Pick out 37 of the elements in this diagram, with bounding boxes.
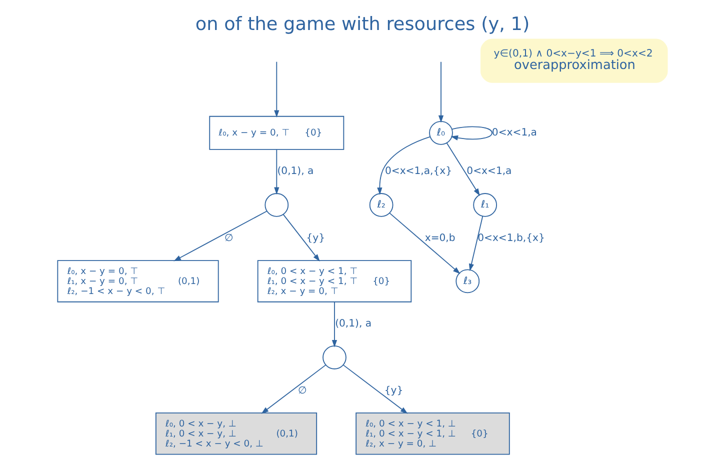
- edge-label: (0,1), a: [334, 318, 372, 330]
- edge-label: 0<x<1,a: [491, 127, 536, 138]
- diagram-title: on of the game with resources (y, 1): [194, 14, 530, 36]
- arrow: [468, 216, 483, 272]
- edge-label: (0,1), a: [276, 166, 314, 178]
- node-circle: ℓ₂: [368, 193, 393, 217]
- arrow: [173, 210, 267, 262]
- node-box: ℓ₀, 0 < x − y < 1, ⊥ ℓ₁, 0 < x − y < 1, ⊥ ℓ₂, x − y = 0, ⊥ {0}: [355, 412, 510, 455]
- edge-label: x=0,b: [424, 233, 455, 244]
- arrow: [450, 126, 492, 140]
- arrow: [438, 61, 444, 123]
- edge-label: ∅: [224, 233, 233, 244]
- arrow: [274, 61, 279, 118]
- node-circle: ℓ₁: [472, 193, 496, 217]
- edge-label: 0<x<1,b,{x}: [477, 233, 544, 244]
- arrow: [282, 214, 320, 262]
- arrow: [331, 302, 337, 348]
- node-circle: [322, 345, 346, 370]
- arrow: [376, 136, 430, 195]
- node-box: ℓ₀, x − y = 0, ⊤ ℓ₁, x − y = 0, ⊤ ℓ₂, −1 < x − y < 0, ⊤ (0,1): [56, 260, 218, 302]
- edge-label: {y}: [384, 385, 403, 396]
- arrow: [388, 212, 460, 274]
- arrow: [446, 142, 480, 196]
- arrow: [260, 364, 326, 414]
- edge-label: 0<x<1,a,{x}: [384, 166, 452, 178]
- arrow: [342, 364, 408, 414]
- node-circle: ℓ₀: [428, 120, 452, 145]
- edge-label: ∅: [297, 385, 306, 396]
- edge-label: 0<x<1,a: [466, 166, 512, 178]
- node-box: ℓ₀, 0 < x − y, ⊥ ℓ₁, 0 < x − y, ⊥ ℓ₂, −1 < x − y < 0, ⊥ (0,1): [154, 412, 317, 455]
- edge-label: {y}: [306, 233, 325, 244]
- arrow: [274, 149, 279, 195]
- node-box: ℓ₀, x − y = 0, ⊤ {0}: [208, 116, 344, 150]
- node-box: ℓ₀, 0 < x − y < 1, ⊤ ℓ₁, 0 < x − y < 1, ⊤ ℓ₂, x − y = 0, ⊤ {0}: [256, 260, 412, 302]
- node-circle: [264, 193, 288, 217]
- node-circle: ℓ₃: [455, 269, 480, 294]
- node-box: y∈(0,1) ∧ 0<x−y<1 ⟹ 0<x<2 overapproximation: [480, 38, 668, 83]
